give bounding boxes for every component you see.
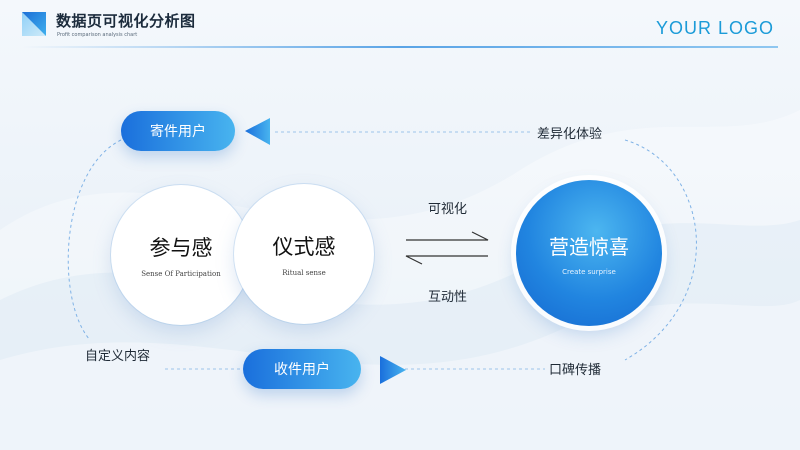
- differentiation-label: 差异化体验: [537, 127, 603, 142]
- surprise-subtitle: Create surprise: [562, 267, 616, 276]
- arrow-right-icon: [380, 356, 406, 384]
- word-of-mouth-label: 口碑传播: [549, 363, 602, 378]
- visualization-label: 可视化: [428, 202, 468, 217]
- interaction-label: 互动性: [428, 290, 468, 305]
- surprise-title: 营造惊喜: [549, 234, 629, 259]
- left-dashed-arc: [67, 139, 122, 341]
- customization-label: 自定义内容: [85, 349, 151, 364]
- send-user-pill: 寄件用户: [121, 111, 235, 151]
- participation-subtitle: Sense Of Participation: [141, 270, 221, 278]
- header-divider: [22, 46, 778, 48]
- receive-user-pill: 收件用户: [243, 349, 361, 389]
- ritual-circle: 仪式感 Ritual sense: [234, 184, 374, 324]
- arrow-left-icon: [245, 118, 270, 145]
- exchange-arrow-left-icon: [405, 255, 488, 265]
- surprise-circle: 营造惊喜 Create surprise: [516, 180, 662, 326]
- page-subtitle: Profit comparison analysis chart: [57, 32, 138, 38]
- ritual-title: 仪式感: [272, 235, 336, 259]
- ritual-subtitle: Ritual sense: [282, 269, 326, 277]
- right-dashed-arc: [624, 139, 697, 361]
- participation-circle: 参与感 Sense Of Participation: [111, 185, 251, 325]
- exchange-arrow-right-icon: [406, 231, 489, 241]
- brand-logo-text: YOUR LOGO: [655, 18, 774, 38]
- participation-title: 参与感: [149, 236, 213, 260]
- page-title: 数据页可视化分析图: [56, 12, 196, 30]
- header: 数据页可视化分析图 Profit comparison analysis cha…: [0, 0, 800, 52]
